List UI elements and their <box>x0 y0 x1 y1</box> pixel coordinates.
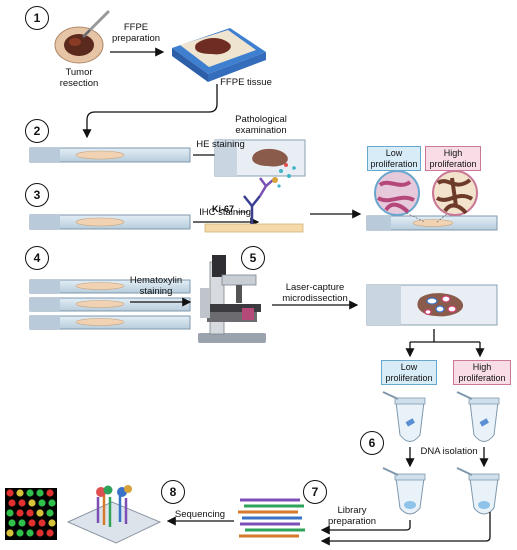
step-number-5: 5 <box>241 246 265 270</box>
arrow-library-low <box>320 520 411 535</box>
sequencing-cluster-dot <box>28 519 36 527</box>
sequencing-cluster-dot <box>26 489 34 497</box>
label-sequencing: Sequencing <box>174 509 226 520</box>
tube-high-bottom <box>456 467 500 515</box>
sequencing-cluster-dot <box>16 489 24 497</box>
sequencing-cluster-dot <box>38 519 46 527</box>
label-pathological-examination: Pathological examination <box>235 114 287 136</box>
ffpe-block-illustration <box>172 28 266 82</box>
tumor-resection-illustration <box>54 10 110 64</box>
tag-high-proliferation-top: High proliferation <box>425 146 481 171</box>
sequencing-cluster-dot <box>8 499 16 507</box>
ihc-antibody-illustration <box>204 163 304 233</box>
sequencing-cluster-dot <box>48 519 56 527</box>
tag-low-proliferation-bottom: Low proliferation <box>381 360 437 385</box>
step-number-2: 2 <box>25 119 49 143</box>
step-number-7: 7 <box>303 480 327 504</box>
sequencing-cluster-dot <box>28 499 36 507</box>
proliferation-classification-illustration <box>366 170 498 231</box>
sequencing-cluster-dot <box>46 529 54 537</box>
slide-step2 <box>29 147 191 163</box>
step-number-3: 3 <box>25 183 49 207</box>
dna-library-illustration <box>238 498 305 538</box>
step-number-4: 4 <box>25 246 49 270</box>
label-library-preparation: Library preparation <box>327 505 377 527</box>
tube-low-top <box>382 391 426 442</box>
sequencing-cluster-dot <box>6 509 14 517</box>
sequencing-cluster-dot <box>18 499 26 507</box>
step-number-1: 1 <box>25 6 49 30</box>
arrow-split <box>409 329 481 354</box>
arrow-to-slide <box>82 84 218 139</box>
sequencing-cluster-dot <box>48 499 56 507</box>
sequencing-cluster-dot <box>36 489 44 497</box>
slide-step3 <box>29 214 191 230</box>
label-ihc-staining: IHC staining <box>199 207 251 218</box>
sequencing-cluster-dot <box>6 489 14 497</box>
step-number-8: 8 <box>161 480 185 504</box>
sequencing-cluster-dot <box>6 529 14 537</box>
label-he-staining: HE staining <box>196 139 245 150</box>
he-stained-slide <box>214 139 306 177</box>
label-dna-isolation: DNA isolation <box>420 446 478 457</box>
label-laser-capture: Laser-capture microdissection <box>282 282 348 304</box>
sequencing-cluster-dot <box>46 489 54 497</box>
sequencing-cluster-dot <box>16 509 24 517</box>
sequencing-cluster-dot <box>46 509 54 517</box>
label-tumor-resection: Tumor resection <box>59 67 99 89</box>
sequencing-cluster-dot <box>26 529 34 537</box>
lcm-slide-illustration <box>366 284 498 326</box>
label-ffpe-tissue: FFPE tissue <box>220 77 272 88</box>
arrow-library-high <box>320 512 491 546</box>
sequencing-image <box>5 488 57 540</box>
tube-high-top <box>456 391 500 442</box>
tag-low-proliferation-top: Low proliferation <box>367 146 421 171</box>
flow-cell-illustration <box>66 485 162 544</box>
tag-high-proliferation-bottom: High proliferation <box>453 360 511 385</box>
step-number-6: 6 <box>360 431 384 455</box>
label-ki67: Ki-67 <box>212 204 235 214</box>
sequencing-cluster-dot <box>36 529 44 537</box>
label-hematoxylin-staining: Hematoxylin staining <box>129 275 183 297</box>
sequencing-cluster-dot <box>36 509 44 517</box>
label-ffpe-preparation: FFPE preparation <box>111 22 161 44</box>
sequencing-cluster-dot <box>18 519 26 527</box>
slides-step4 <box>29 279 191 330</box>
sequencing-cluster-dot <box>26 509 34 517</box>
sequencing-cluster-dot <box>8 519 16 527</box>
sequencing-cluster-dot <box>16 529 24 537</box>
microscope-illustration <box>198 255 266 343</box>
sequencing-cluster-dot <box>38 499 46 507</box>
tube-low-bottom <box>382 467 426 515</box>
